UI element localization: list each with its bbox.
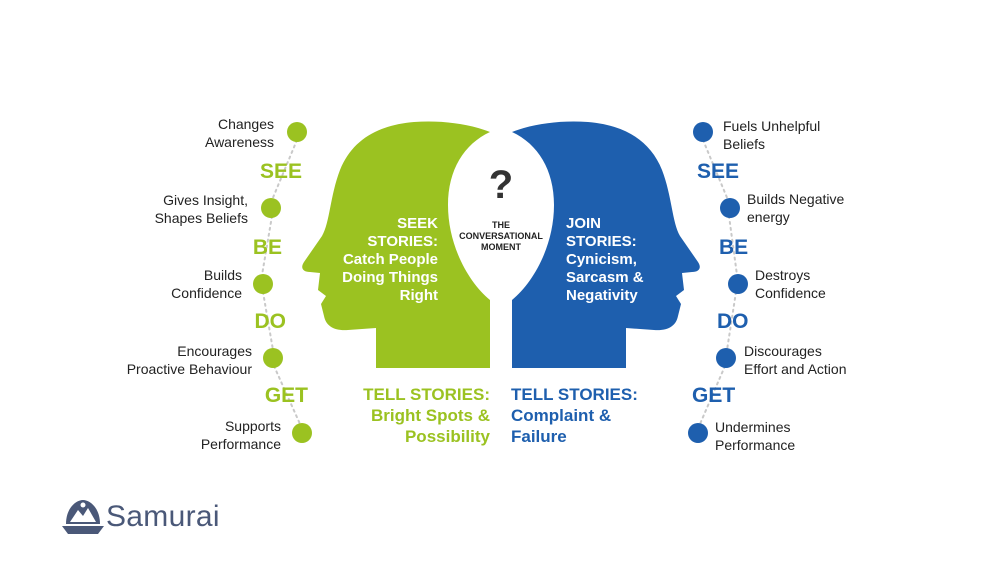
right-item-4-line-2: Effort and Action bbox=[744, 361, 847, 377]
right-item-5-line-2: Performance bbox=[715, 437, 796, 453]
right-stage-do: DO bbox=[717, 310, 749, 333]
seek-line-3: Catch People bbox=[342, 251, 438, 268]
right-item-2: Builds Negative energy bbox=[747, 190, 947, 226]
right-tell-line-3: Failure bbox=[511, 427, 567, 446]
left-tell-line-1: TELL STORIES: bbox=[363, 385, 490, 404]
left-item-4-line-1: Encourages bbox=[177, 343, 252, 359]
seek-line-2: STORIES: bbox=[367, 233, 438, 250]
right-item-1-line-2: Beliefs bbox=[723, 136, 766, 152]
right-item-4: Discourages Effort and Action bbox=[744, 342, 944, 378]
center-line-1: THE bbox=[492, 220, 510, 230]
left-item-3-line-1: Builds bbox=[203, 267, 242, 283]
left-item-2-line-1: Gives Insight, bbox=[163, 192, 248, 208]
samurai-wordmark: Samurai bbox=[106, 500, 220, 533]
right-stage-see: SEE bbox=[697, 160, 740, 183]
left-item-1-line-1: Changes bbox=[217, 116, 274, 132]
green-head-silhouette bbox=[302, 121, 490, 369]
right-item-3-line-2: Confidence bbox=[755, 285, 826, 301]
join-line-1: JOIN bbox=[566, 215, 602, 232]
seek-line-1: SEEK bbox=[397, 215, 438, 232]
right-dot-5 bbox=[688, 423, 708, 443]
question-mark: ? bbox=[488, 163, 514, 207]
left-item-5-line-1: Supports bbox=[224, 418, 281, 434]
left-dot-4 bbox=[263, 348, 283, 368]
left-dot-2 bbox=[261, 198, 281, 218]
samurai-helmet-icon bbox=[62, 500, 104, 534]
join-line-5: Negativity bbox=[566, 287, 638, 304]
left-item-4-line-2: Proactive Behaviour bbox=[126, 361, 252, 377]
blue-head-silhouette bbox=[512, 121, 700, 369]
right-dot-3 bbox=[728, 274, 748, 294]
right-stage-be: BE bbox=[719, 236, 749, 259]
center-line-3: MOMENT bbox=[481, 242, 521, 252]
left-item-4: Encourages Proactive Behaviour bbox=[40, 342, 252, 378]
left-item-5: Supports Performance bbox=[80, 417, 281, 453]
right-dot-2 bbox=[720, 198, 740, 218]
right-dotted-connector bbox=[699, 139, 738, 425]
right-item-3-line-1: Destroys bbox=[755, 267, 811, 283]
left-item-1: Changes Awareness bbox=[80, 115, 274, 151]
right-item-1: Fuels Unhelpful Beliefs bbox=[723, 117, 923, 153]
left-item-2: Gives Insight, Shapes Beliefs bbox=[50, 191, 248, 227]
left-dot-3 bbox=[253, 274, 273, 294]
right-tell-line-2: Complaint & bbox=[511, 406, 612, 425]
left-tell-line-2: Bright Spots & bbox=[371, 406, 490, 425]
left-item-3-line-2: Confidence bbox=[171, 285, 242, 301]
left-item-1-line-2: Awareness bbox=[204, 134, 274, 150]
right-item-1-line-1: Fuels Unhelpful bbox=[723, 118, 821, 134]
conversational-moment-label: THE CONVERSATIONAL MOMENT bbox=[441, 220, 561, 253]
left-dot-1 bbox=[287, 122, 307, 142]
left-dot-5 bbox=[292, 423, 312, 443]
seek-line-4: Doing Things bbox=[342, 269, 438, 286]
right-item-4-line-1: Discourages bbox=[744, 343, 822, 359]
right-tell-line-1: TELL STORIES: bbox=[511, 385, 638, 404]
right-dot-1 bbox=[693, 122, 713, 142]
left-item-2-line-2: Shapes Beliefs bbox=[154, 210, 248, 226]
join-line-3: Cynicism, bbox=[566, 251, 637, 268]
right-item-2-line-2: energy bbox=[747, 209, 790, 225]
seek-line-5: Right bbox=[399, 287, 438, 304]
right-item-5: Undermines Performance bbox=[715, 418, 915, 454]
left-tell-stories: TELL STORIES: Bright Spots & Possibility bbox=[330, 384, 490, 447]
join-line-2: STORIES: bbox=[566, 233, 637, 250]
left-stage-be: BE bbox=[252, 236, 282, 259]
center-line-2: CONVERSATIONAL bbox=[459, 231, 543, 241]
left-dotted-connector bbox=[261, 139, 301, 425]
right-item-3: Destroys Confidence bbox=[755, 266, 955, 302]
right-item-2-line-1: Builds Negative bbox=[747, 191, 845, 207]
seek-stories-text: SEEK STORIES: Catch People Doing Things … bbox=[330, 215, 438, 305]
right-item-5-line-1: Undermines bbox=[715, 419, 791, 435]
left-stage-do: DO bbox=[254, 310, 287, 333]
join-line-4: Sarcasm & bbox=[566, 269, 644, 286]
right-tell-stories: TELL STORIES: Complaint & Failure bbox=[511, 384, 671, 447]
join-stories-text: JOIN STORIES: Cynicism, Sarcasm & Negati… bbox=[566, 215, 676, 305]
right-dot-4 bbox=[716, 348, 736, 368]
left-item-5-line-2: Performance bbox=[200, 436, 281, 452]
left-item-3: Builds Confidence bbox=[40, 266, 242, 302]
left-tell-line-3: Possibility bbox=[404, 427, 490, 446]
left-stage-get: GET bbox=[264, 384, 308, 407]
left-stage-see: SEE bbox=[259, 160, 302, 183]
right-stage-get: GET bbox=[692, 384, 736, 407]
